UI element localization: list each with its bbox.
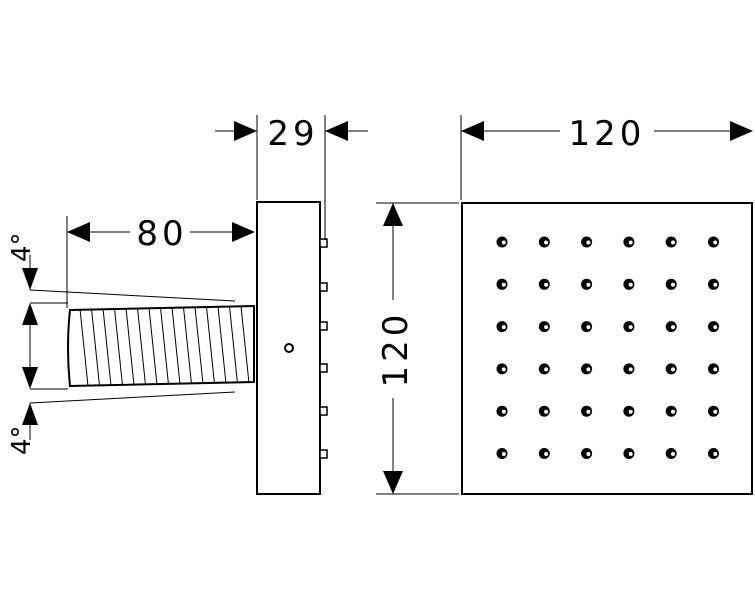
angle-label-top: 4°: [7, 232, 37, 262]
nozzle: [708, 321, 719, 333]
angle-label-bottom: 4°: [7, 425, 37, 455]
thread-line: [137, 307, 146, 386]
nozzle: [496, 236, 508, 248]
angle-arrow-bottom-outer: [22, 403, 38, 425]
thread-line: [148, 307, 158, 385]
thread-line: [206, 306, 215, 384]
arrow-width-left: [461, 121, 484, 141]
angle-arrow-top-outer: [22, 268, 38, 290]
nozzle: [538, 363, 550, 375]
arrow-29-right: [325, 121, 348, 141]
nozzle: [538, 278, 550, 290]
nozzle: [708, 278, 719, 290]
taper-line-bottom: [29, 391, 236, 404]
nozzle: [623, 236, 635, 248]
side-nozzles: [319, 238, 328, 459]
nozzle-grid: [496, 236, 719, 459]
thread-line: [229, 306, 238, 384]
side-nozzle: [319, 238, 328, 248]
thread-line: [102, 308, 112, 386]
dim-label-width: 120: [569, 114, 646, 154]
nozzle: [581, 448, 593, 459]
nozzle: [665, 278, 677, 290]
nozzle: [623, 405, 635, 417]
nozzle: [496, 363, 508, 375]
threaded-connector: [67, 304, 255, 388]
nozzle: [496, 405, 508, 417]
nozzle: [496, 321, 508, 333]
nozzle: [708, 448, 719, 459]
thread-line: [91, 308, 100, 386]
thread-line: [194, 306, 204, 385]
front-view: 120 120: [376, 114, 753, 495]
angle-arrow-top-inner: [22, 303, 38, 325]
nozzle: [623, 363, 635, 375]
side-nozzle: [319, 363, 328, 373]
side-nozzle: [319, 282, 328, 292]
dim-label-80: 80: [136, 214, 187, 254]
arrow-29-left: [234, 121, 257, 141]
thread-line: [240, 306, 250, 384]
nozzle: [665, 405, 677, 417]
thread-lines: [79, 306, 250, 387]
side-nozzle: [319, 321, 328, 331]
shower-plate: [461, 202, 753, 495]
nozzle: [581, 405, 593, 417]
dim-label-29: 29: [267, 114, 318, 154]
nozzle: [538, 321, 550, 333]
arrow-height-bottom: [383, 471, 403, 494]
nozzle: [623, 278, 635, 290]
arrow-width-right: [730, 121, 753, 141]
side-nozzle: [319, 449, 328, 459]
taper-line-top: [29, 289, 236, 302]
nozzle: [708, 405, 719, 417]
thread-line: [125, 308, 135, 386]
dim-label-height: 120: [376, 311, 416, 388]
nozzle: [665, 321, 677, 333]
nozzle: [581, 236, 593, 248]
thread-line: [114, 308, 123, 386]
nozzle: [623, 321, 635, 333]
side-nozzle: [319, 406, 328, 416]
nozzle: [538, 448, 550, 459]
nozzle: [538, 405, 550, 417]
side-view: 4° 4° 80 29: [7, 114, 368, 495]
nozzle: [708, 236, 719, 248]
nozzle: [665, 448, 677, 459]
nozzle: [496, 448, 508, 459]
nozzle: [581, 278, 593, 290]
nozzle: [665, 236, 677, 248]
nozzle: [665, 363, 677, 375]
arrow-80-right: [232, 222, 255, 242]
thread-line: [171, 307, 181, 385]
arrow-80-left: [67, 222, 90, 242]
nozzle: [581, 363, 593, 375]
nozzle: [708, 363, 719, 375]
thread-line: [79, 308, 89, 387]
nozzle: [623, 448, 635, 459]
nozzle: [496, 278, 508, 290]
thread-line: [217, 306, 227, 384]
angle-arrow-bottom-inner: [22, 367, 38, 389]
arrow-height-top: [383, 203, 403, 226]
thread-line: [183, 307, 192, 385]
thread-line: [160, 307, 169, 385]
nozzle: [581, 321, 593, 333]
nozzle: [538, 236, 550, 248]
center-mark: [284, 343, 294, 353]
